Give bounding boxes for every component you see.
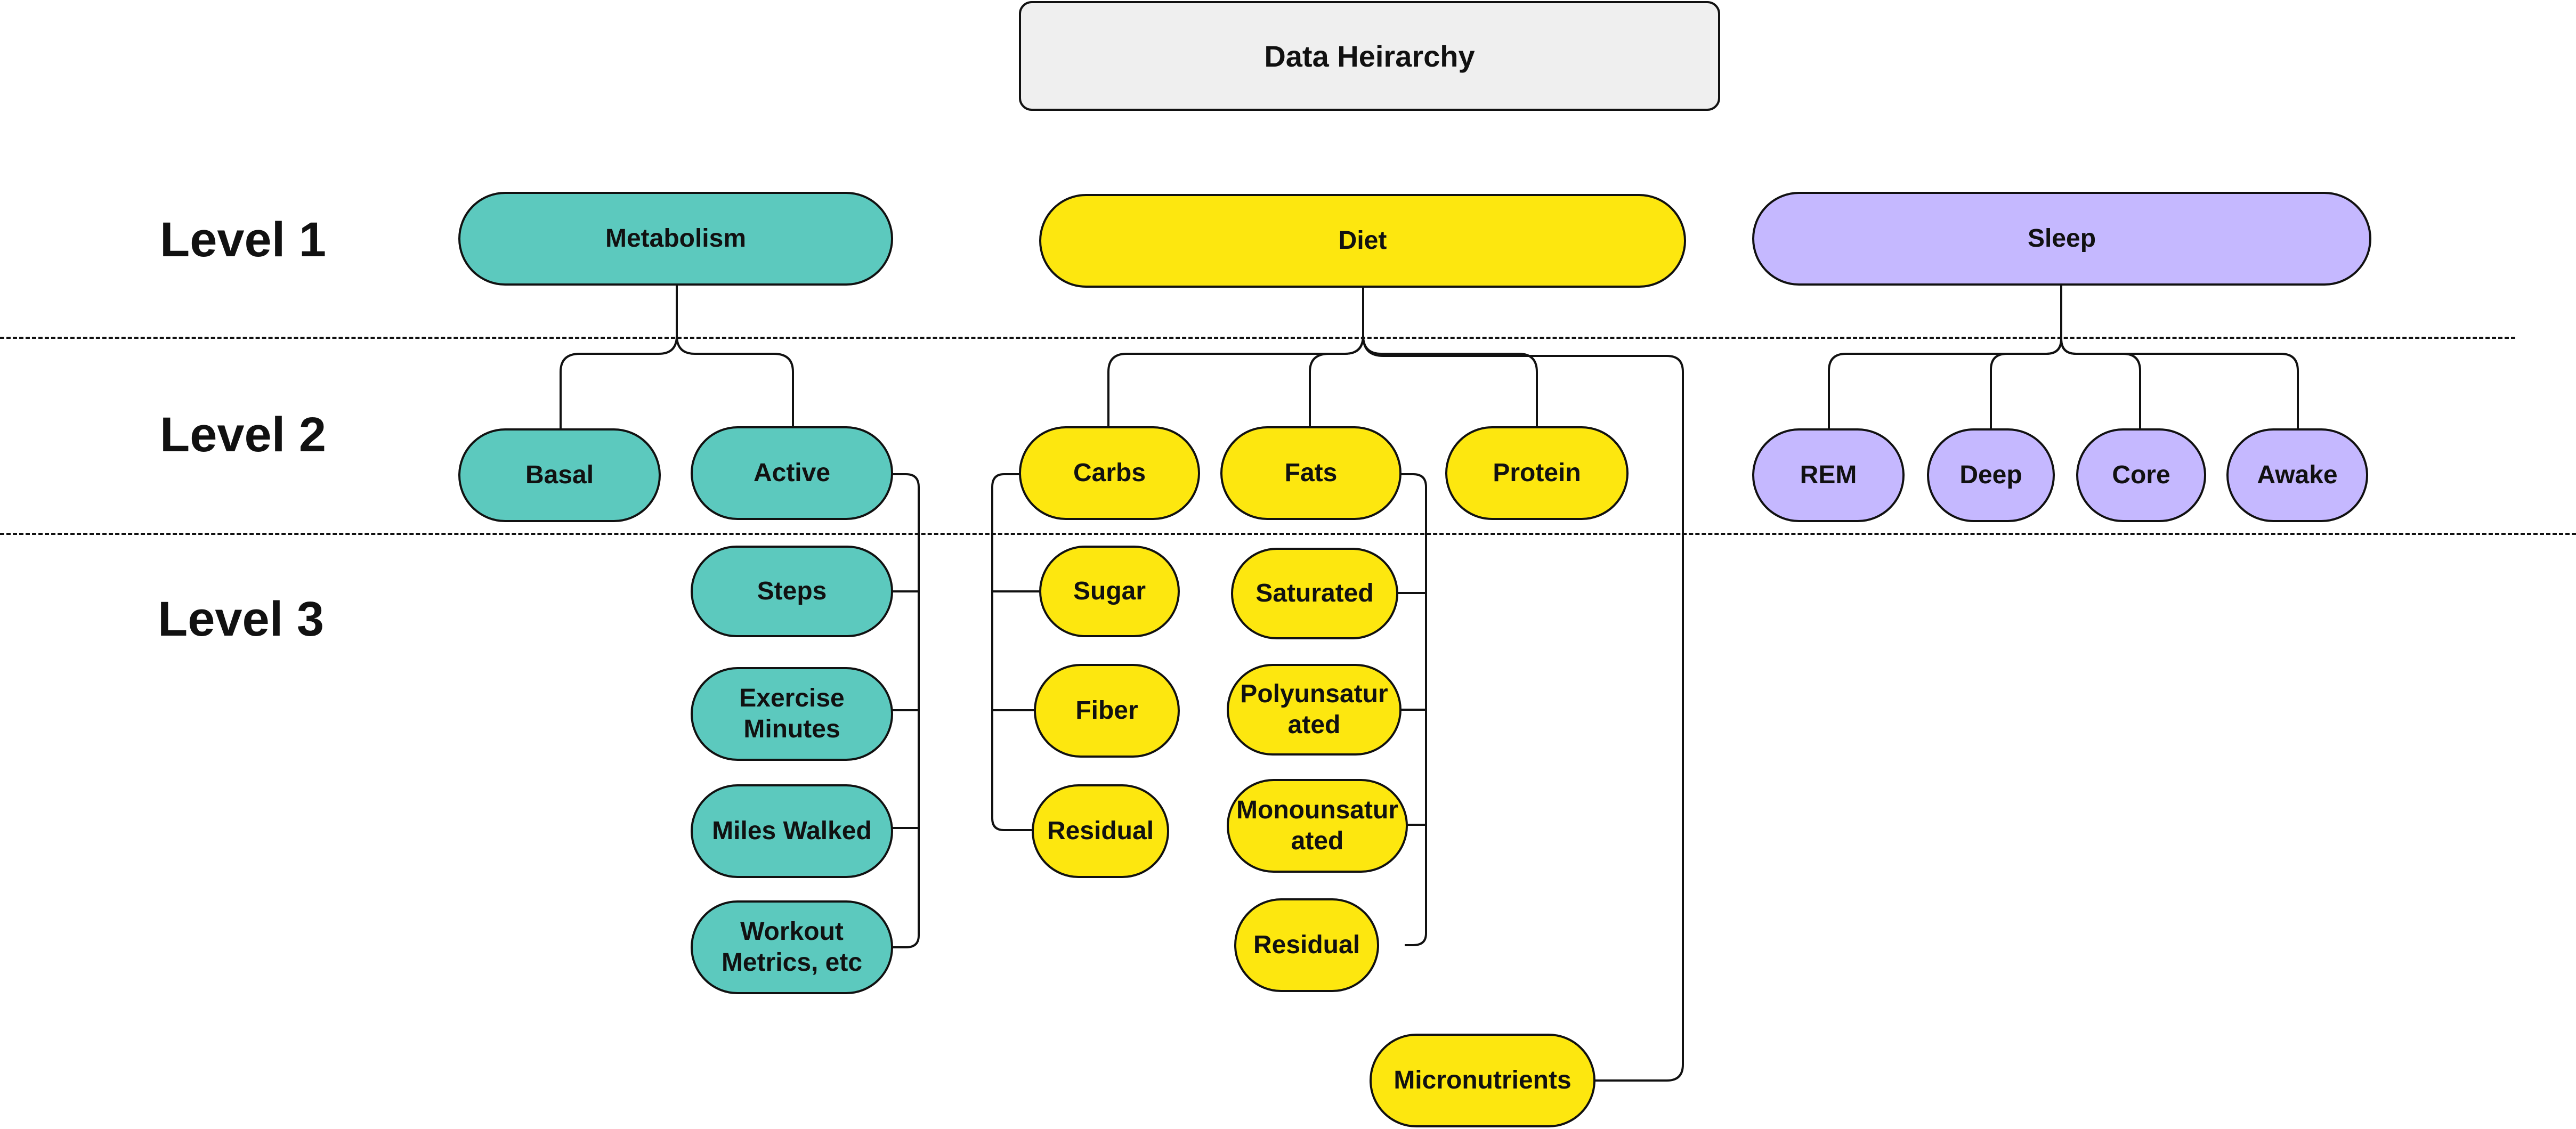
node-awake: Awake — [2226, 428, 2368, 522]
link-metabolism-active — [676, 285, 794, 431]
level-2-label: Level 2 — [160, 408, 326, 462]
node-rem: REM — [1752, 428, 1905, 522]
node-metabolism: Metabolism — [458, 192, 893, 286]
node-workout-metrics: Workout Metrics, etc — [691, 900, 893, 994]
link-sleep-awake — [2060, 338, 2299, 431]
link-diet-fats — [1309, 335, 1364, 431]
diagram-title: Data Heirarchy — [1019, 1, 1720, 111]
link-carbs-children — [991, 473, 1032, 831]
level-divider-1 — [0, 337, 2515, 339]
link-metabolism-basal — [560, 285, 678, 431]
node-protein: Protein — [1445, 426, 1629, 520]
node-basal: Basal — [458, 428, 661, 522]
node-carbs: Carbs — [1019, 426, 1200, 520]
link-sleep-rem — [1828, 285, 2062, 431]
level-divider-2 — [0, 533, 2576, 535]
node-steps: Steps — [691, 546, 893, 637]
node-sugar: Sugar — [1039, 546, 1180, 637]
node-core: Core — [2076, 428, 2206, 522]
link-diet-micronutrients — [1362, 335, 1684, 1082]
link-diet-protein — [1362, 335, 1538, 431]
node-active: Active — [691, 426, 893, 520]
link-diet-carbs — [1107, 287, 1364, 431]
node-polyunsaturated: Polyunsaturated — [1227, 664, 1402, 756]
link-sleep-deep — [1990, 338, 2062, 431]
node-fiber: Fiber — [1034, 664, 1180, 758]
node-saturated: Saturated — [1231, 548, 1398, 639]
node-miles-walked: Miles Walked — [691, 784, 893, 878]
node-fats: Fats — [1220, 426, 1402, 520]
node-diet: Diet — [1039, 194, 1686, 288]
node-deep: Deep — [1927, 428, 2055, 522]
node-carbs-residual: Residual — [1032, 784, 1169, 878]
node-exercise-minutes: Exercise Minutes — [691, 667, 893, 761]
node-micronutrients: Micronutrients — [1370, 1034, 1595, 1127]
node-sleep: Sleep — [1752, 192, 2371, 286]
level-3-label: Level 3 — [158, 592, 324, 646]
level-1-label: Level 1 — [160, 213, 326, 267]
node-monounsaturated: Monounsaturated — [1227, 779, 1408, 873]
node-fats-residual: Residual — [1234, 898, 1379, 992]
